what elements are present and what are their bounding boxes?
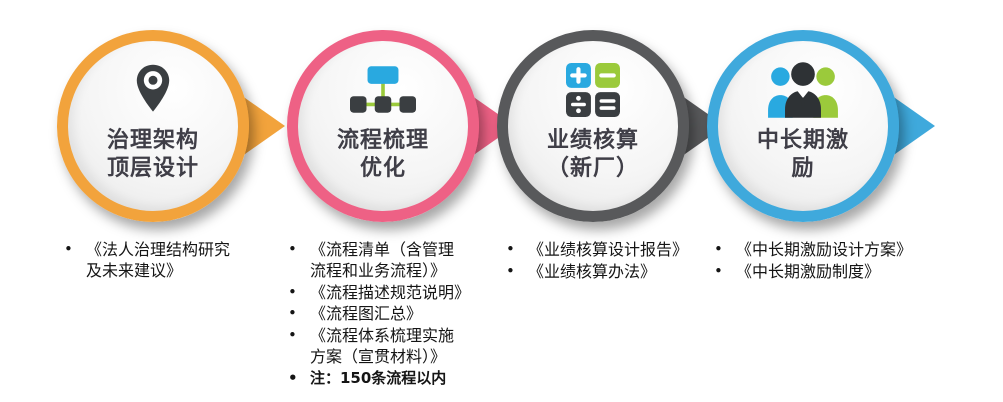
list-item: 《法人治理结构研究 及未来建议》 (60, 240, 250, 282)
deliverables-governance: 《法人治理结构研究 及未来建议》 (60, 240, 250, 283)
step-circle: 业绩核算 （新厂） (497, 30, 689, 222)
deliverables-incentive: 《中长期激励设计方案》 《中长期激励制度》 (710, 240, 940, 284)
step-governance: 治理架构 顶层设计 (57, 30, 285, 222)
step-title: 流程梳理 优化 (336, 127, 429, 181)
calculator-icon (566, 62, 620, 118)
people-icon (766, 62, 840, 118)
org-chart-icon (350, 62, 416, 118)
step-incentive: 中长期激 励 (707, 30, 935, 222)
step-performance: 业绩核算 （新厂） (497, 30, 725, 222)
note-item: 注：150条流程以内 (284, 369, 490, 389)
list-item: 《中长期激励制度》 (710, 262, 940, 283)
step-title: 治理架构 顶层设计 (106, 127, 199, 181)
list-item: 《中长期激励设计方案》 (710, 240, 940, 261)
list-item: 《流程清单（含管理 流程和业务流程）》 (284, 240, 490, 282)
map-pin-icon (131, 62, 175, 118)
step-title: 中长期激 励 (756, 127, 849, 181)
deliverables-process: 《流程清单（含管理 流程和业务流程）》 《流程描述规范说明》 《流程图汇总》 《… (284, 240, 490, 389)
step-circle: 中长期激 励 (707, 30, 899, 222)
step-circle: 流程梳理 优化 (287, 30, 479, 222)
step-process: 流程梳理 优化 (287, 30, 515, 222)
list-item: 《流程图汇总》 (284, 304, 490, 325)
list-item: 《业绩核算办法》 (502, 262, 707, 283)
list-item: 《流程描述规范说明》 (284, 283, 490, 304)
list-item: 《业绩核算设计报告》 (502, 240, 707, 261)
deliverables-performance: 《业绩核算设计报告》 《业绩核算办法》 (502, 240, 707, 284)
list-item: 《流程体系梳理实施 方案（宣贯材料）》 (284, 326, 490, 368)
step-title: 业绩核算 （新厂） (546, 127, 639, 181)
step-circle: 治理架构 顶层设计 (57, 30, 249, 222)
